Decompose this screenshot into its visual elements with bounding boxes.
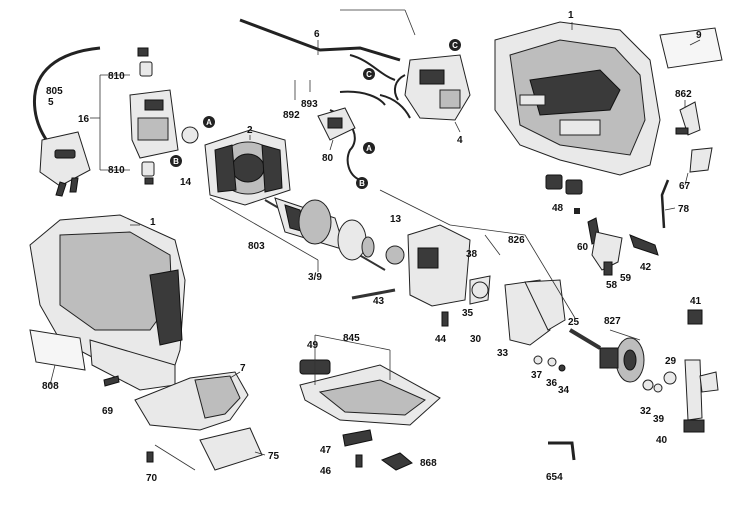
callout-78: 78 (678, 204, 690, 215)
callout-leaders (49, 22, 701, 456)
callout-6: 6 (314, 29, 320, 40)
svg-text:A: A (206, 118, 212, 127)
callout-25: 25 (568, 317, 580, 328)
callout-80: 80 (322, 153, 334, 164)
marker-a-2: A (363, 142, 375, 154)
callout-862: 862 (675, 89, 692, 100)
callout-826: 826 (508, 235, 525, 246)
callout-9: 9 (696, 30, 702, 41)
callout-48: 48 (552, 203, 564, 214)
callout-3-9: 3/9 (308, 272, 322, 283)
armature (264, 197, 386, 271)
callout-36: 36 (546, 378, 558, 389)
marker-a-1: A (203, 116, 215, 128)
callout-69: 69 (102, 406, 114, 417)
bracket-lines (154, 9, 641, 471)
speed-controller (393, 54, 471, 121)
roller-guides (545, 174, 583, 214)
callout-4: 4 (457, 135, 463, 146)
callout-14: 14 (180, 177, 192, 188)
housing-left (29, 214, 186, 391)
callout-845: 845 (343, 333, 360, 344)
callout-40: 40 (656, 435, 668, 446)
callout-1-left: 1 (150, 217, 156, 228)
callout-38: 38 (466, 249, 478, 260)
callout-42: 42 (640, 262, 652, 273)
callout-1-top: 1 (568, 10, 574, 21)
power-cord (32, 46, 101, 197)
marker-b-2: B (356, 177, 368, 189)
callout-803: 803 (248, 241, 265, 252)
screws (103, 375, 154, 463)
callout-30: 30 (470, 334, 482, 345)
marker-c-2: C (449, 39, 461, 51)
callout-60: 60 (577, 242, 589, 253)
callout-827: 827 (604, 316, 621, 327)
gear-plate (351, 224, 602, 350)
callout-37: 37 (531, 370, 543, 381)
pendulum-parts (587, 217, 623, 276)
svg-text:C: C (452, 41, 458, 50)
stator (181, 126, 291, 206)
callout-33: 33 (497, 348, 509, 359)
allen-key (548, 441, 576, 461)
callout-46: 46 (320, 466, 332, 477)
dust-cover (134, 371, 263, 471)
washers (533, 355, 566, 372)
callout-808: 808 (42, 381, 59, 392)
callout-75: 75 (268, 451, 280, 462)
callout-labels: 1 1 2 3/9 4 5 6 7 9 13 14 16 25 29 30 32… (42, 10, 702, 484)
callout-67: 67 (679, 181, 691, 192)
callout-5: 5 (48, 97, 54, 108)
callout-13: 13 (390, 214, 402, 225)
callout-70: 70 (146, 473, 158, 484)
callout-41: 41 (690, 296, 702, 307)
svg-text:B: B (359, 179, 365, 188)
callout-892: 892 (283, 110, 300, 121)
callout-43: 43 (373, 296, 385, 307)
marker-b-1: B (170, 155, 182, 167)
carbon-brush-wiring (239, 18, 411, 181)
callout-44: 44 (435, 334, 447, 345)
drive-gear (599, 337, 663, 393)
callout-59: 59 (620, 273, 632, 284)
callout-16: 16 (78, 114, 90, 125)
connector-markers: A B A B C C (170, 39, 461, 189)
svg-text:C: C (366, 70, 372, 79)
callout-32: 32 (640, 406, 652, 417)
svg-text:A: A (366, 144, 372, 153)
nameplate (659, 27, 723, 69)
callout-34: 34 (558, 385, 570, 396)
housing-right (494, 21, 661, 176)
callout-868: 868 (420, 458, 437, 469)
lever-parts (629, 101, 713, 256)
callout-35: 35 (462, 308, 474, 319)
callout-39: 39 (653, 414, 665, 425)
callout-49: 49 (307, 340, 319, 351)
callout-47: 47 (320, 445, 332, 456)
plunger-assembly (663, 309, 719, 433)
callout-58: 58 (606, 280, 618, 291)
warning-label (29, 329, 86, 371)
callout-893: 893 (301, 99, 318, 110)
callout-654: 654 (546, 472, 563, 483)
callout-805: 805 (46, 86, 63, 97)
callout-810-top: 810 (108, 71, 125, 82)
callout-7: 7 (240, 363, 246, 374)
marker-c-1: C (363, 68, 375, 80)
switch-assembly (90, 47, 179, 185)
callout-2: 2 (247, 125, 253, 136)
callout-810-bottom: 810 (108, 165, 125, 176)
svg-text:B: B (173, 157, 179, 166)
callout-29: 29 (665, 356, 677, 367)
